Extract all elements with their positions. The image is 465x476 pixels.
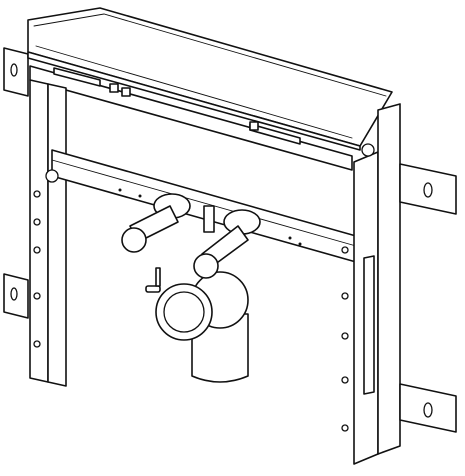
waste-trap <box>145 267 249 383</box>
left-lower-mounting-bracket <box>3 273 29 319</box>
top-frame-box <box>27 7 393 151</box>
left-vertical-post <box>29 79 67 387</box>
water-supply-pipes <box>121 193 261 279</box>
right-upper-mounting-bracket <box>399 163 457 215</box>
left-upper-mounting-bracket <box>3 47 29 97</box>
right-lower-mounting-bracket <box>399 383 457 433</box>
horizontal-crossbar <box>45 149 357 263</box>
right-vertical-post <box>341 103 401 465</box>
top-rail <box>29 65 353 171</box>
